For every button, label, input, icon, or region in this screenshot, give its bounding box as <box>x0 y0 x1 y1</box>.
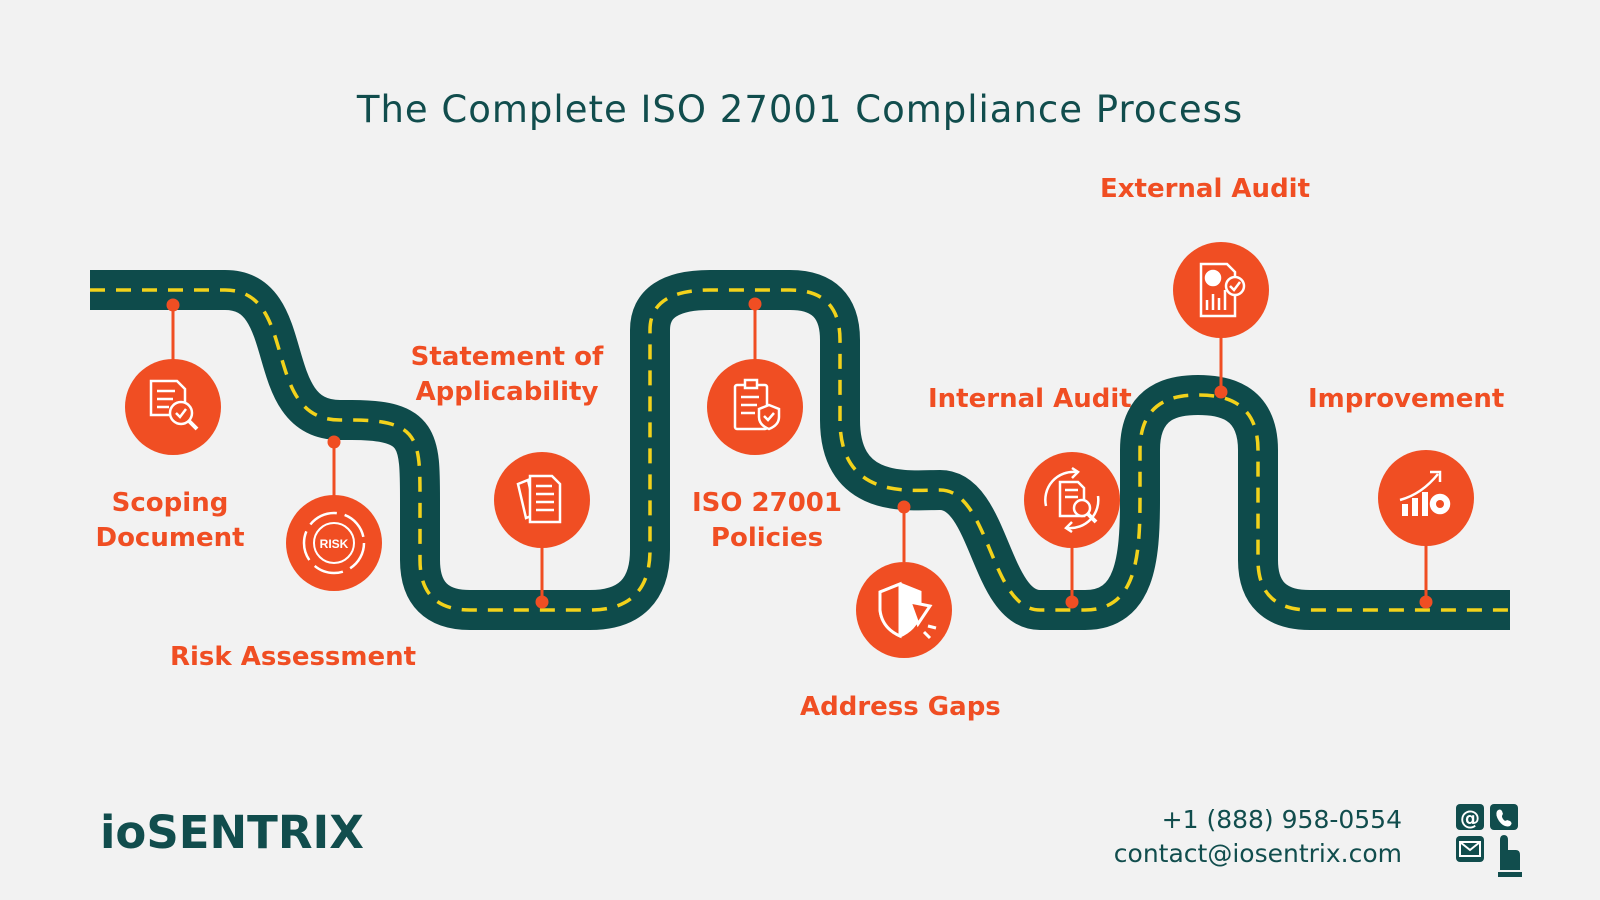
risk-icon: RISK <box>286 495 382 591</box>
step-label-internal-audit: Internal Audit <box>928 384 1132 414</box>
svg-text:@: @ <box>1460 806 1480 830</box>
brand-logo: ioSENTRIX <box>100 806 364 859</box>
connector-dot <box>327 435 341 449</box>
step-label-statement-of-applicability: Statement of Applicability <box>410 342 604 407</box>
step-label-scoping-document: Scoping Document <box>95 488 245 553</box>
connector-dot <box>166 298 180 312</box>
mail-icon <box>1456 836 1484 862</box>
connector-dot <box>1419 595 1433 609</box>
connector-dot <box>1214 385 1228 399</box>
road-lane-markings <box>90 288 1510 612</box>
step-label-risk-assessment: Risk Assessment <box>170 642 417 672</box>
contact-email[interactable]: contact@iosentrix.com <box>1113 839 1402 868</box>
connector-dot <box>897 500 911 514</box>
page-title: The Complete ISO 27001 Compliance Proces… <box>356 88 1244 131</box>
step-label-address-gaps: Address Gaps <box>800 692 1001 722</box>
contact-phone[interactable]: +1 (888) 958-0554 <box>1161 805 1402 834</box>
contact-icons: @ <box>1456 804 1522 877</box>
documents-icon <box>494 452 590 548</box>
pointer-hand-icon <box>1498 835 1522 877</box>
clipboard-shield-icon <box>707 359 803 455</box>
connector-dot <box>1065 595 1079 609</box>
document-search-icon <box>125 359 221 455</box>
audit-cycle-icon <box>1024 452 1120 548</box>
connector-dot <box>535 595 549 609</box>
step-label-external-audit: External Audit <box>1100 174 1311 204</box>
phone-icon <box>1490 804 1518 830</box>
at-icon: @ <box>1456 804 1484 830</box>
report-check-icon <box>1173 242 1269 338</box>
step-label-iso-27001-policies: ISO 27001 Policies <box>691 488 842 553</box>
growth-gear-icon <box>1378 450 1474 546</box>
svg-text:RISK: RISK <box>320 537 349 551</box>
step-label-improvement: Improvement <box>1308 384 1505 414</box>
connector-dot <box>748 297 762 311</box>
shield-alert-icon <box>856 562 952 658</box>
